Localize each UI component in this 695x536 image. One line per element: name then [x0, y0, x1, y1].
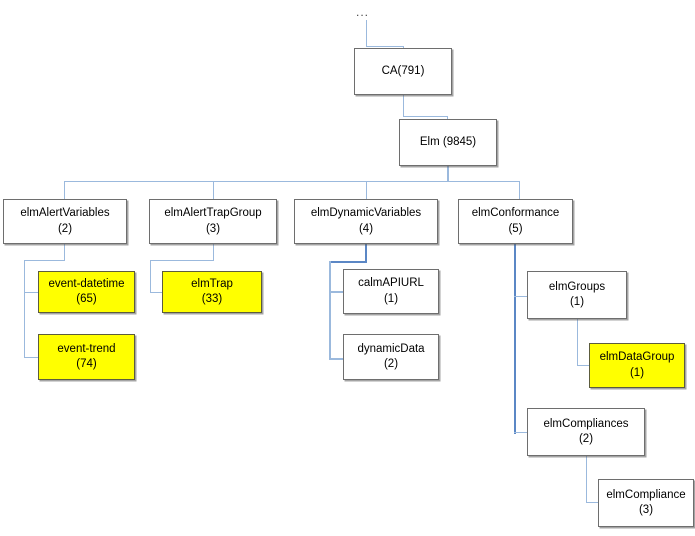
node-elmcompliances[interactable]: elmCompliances (2) — [527, 408, 645, 456]
edge-dynamicvariables-bus — [329, 261, 367, 263]
node-elmalerttrapgroup-count: (3) — [205, 222, 221, 235]
node-event-datetime-count: (65) — [76, 293, 97, 305]
node-elmalerttrapgroup[interactable]: elmAlertTrapGroup (3) — [149, 199, 277, 244]
edge-dynamicvariables-to-calmapiurl — [329, 291, 344, 293]
edge-elmcompliances-trunk — [586, 456, 587, 503]
node-calmapiurl-count: (1) — [383, 292, 399, 305]
node-elmdynamicvariables-label: elmDynamicVariables — [310, 207, 422, 220]
node-elmtrap-count: (33) — [201, 293, 223, 305]
edge-alertvariables-spine — [24, 260, 25, 358]
edge-ca-elm-drop — [447, 116, 448, 120]
node-elmgroups[interactable]: elmGroups (1) — [527, 271, 627, 319]
edge-alerttrapgroup-bus — [150, 260, 214, 261]
edge-elm-trunk — [447, 166, 449, 182]
node-elmalertvariables-count: (2) — [57, 222, 73, 235]
node-elmcompliance-label: elmCompliance — [606, 488, 686, 501]
edge-elmgroups-trunk — [577, 319, 578, 366]
node-event-trend-label: event-trend — [57, 342, 116, 355]
node-elmcompliances-count: (2) — [578, 433, 594, 445]
node-elm-label: Elm (9845) — [419, 135, 477, 148]
edge-elmcompliances-to-elmcompliance — [586, 502, 599, 503]
root-ellipsis: ... — [356, 5, 370, 19]
node-elmdynamicvariables[interactable]: elmDynamicVariables (4) — [294, 199, 438, 244]
node-elmgroups-count: (1) — [569, 296, 585, 308]
node-elmalertvariables-label: elmAlertVariables — [20, 207, 110, 220]
node-elmcompliances-label: elmCompliances — [543, 417, 629, 430]
node-event-datetime-label: event-datetime — [48, 277, 125, 290]
edge-elm-to-alerttrapgroup — [213, 181, 214, 200]
node-elmconformance-count: (5) — [508, 222, 523, 235]
edge-dynamicvariables-spine — [329, 261, 331, 360]
node-elmcompliance[interactable]: elmCompliance (3) — [598, 479, 694, 527]
node-elmcompliance-count: (3) — [638, 504, 654, 516]
node-event-datetime[interactable]: event-datetime (65) — [38, 271, 135, 313]
node-elmdynamicvariables-count: (4) — [358, 222, 374, 235]
node-elmconformance[interactable]: elmConformance (5) — [458, 199, 573, 244]
node-dynamicdata[interactable]: dynamicData (2) — [343, 334, 439, 380]
edge-alertvariables-bus-top — [24, 260, 65, 261]
node-dynamicdata-count: (2) — [383, 358, 399, 370]
edge-dynamicvariables-trunk — [365, 244, 367, 262]
edge-conformance-spine — [514, 244, 516, 434]
edge-alertvariables-to-eventtrend — [24, 357, 39, 358]
edge-alertvariables-to-eventdatetime — [24, 292, 39, 293]
node-dynamicdata-label: dynamicData — [357, 342, 425, 355]
node-ca[interactable]: CA(791) — [354, 48, 452, 95]
edge-elm-to-conformance — [519, 181, 520, 200]
node-elmgroups-label: elmGroups — [548, 280, 606, 293]
edge-conformance-to-elmcompliances — [514, 432, 529, 433]
node-elmdatagroup-label: elmDataGroup — [599, 351, 675, 364]
edge-elm-bus — [64, 181, 520, 182]
edge-elm-to-alertvariables — [64, 181, 65, 200]
edge-dynamicvariables-to-dynamicdata — [329, 358, 344, 360]
edge-alertvariables-trunk — [64, 244, 65, 261]
node-elmalertvariables[interactable]: elmAlertVariables (2) — [3, 199, 127, 244]
edge-root-ca-horizontal — [366, 46, 404, 47]
edge-alerttrapgroup-spine — [150, 260, 151, 293]
node-elm[interactable]: Elm (9845) — [399, 119, 497, 166]
edge-root-ca-vertical-stub — [366, 20, 367, 46]
node-elmalerttrapgroup-label: elmAlertTrapGroup — [164, 207, 262, 220]
node-elmtrap-label: elmTrap — [191, 277, 233, 290]
edge-elmgroups-to-elmdatagroup — [577, 365, 590, 366]
edge-ca-elm-horizontal — [403, 116, 448, 117]
node-calmapiurl-label: calmAPIURL — [358, 277, 424, 290]
node-ca-label: CA(791) — [381, 64, 425, 77]
edge-alerttrapgroup-to-elmtrap — [150, 292, 163, 293]
node-elmconformance-label: elmConformance — [471, 207, 560, 220]
edge-alerttrapgroup-trunk — [213, 244, 214, 261]
node-event-trend-count: (74) — [76, 358, 97, 370]
node-elmtrap[interactable]: elmTrap (33) — [162, 271, 262, 313]
node-elmdatagroup[interactable]: elmDataGroup (1) — [589, 343, 685, 388]
edge-ca-elm-vertical — [403, 95, 404, 117]
edge-root-ca-drop — [403, 46, 404, 49]
node-calmapiurl[interactable]: calmAPIURL (1) — [343, 269, 439, 314]
node-event-trend[interactable]: event-trend (74) — [38, 334, 135, 380]
edge-elm-to-dynamicvariables — [366, 181, 367, 200]
node-elmdatagroup-count: (1) — [629, 366, 645, 379]
edge-conformance-to-elmgroups — [514, 296, 529, 297]
